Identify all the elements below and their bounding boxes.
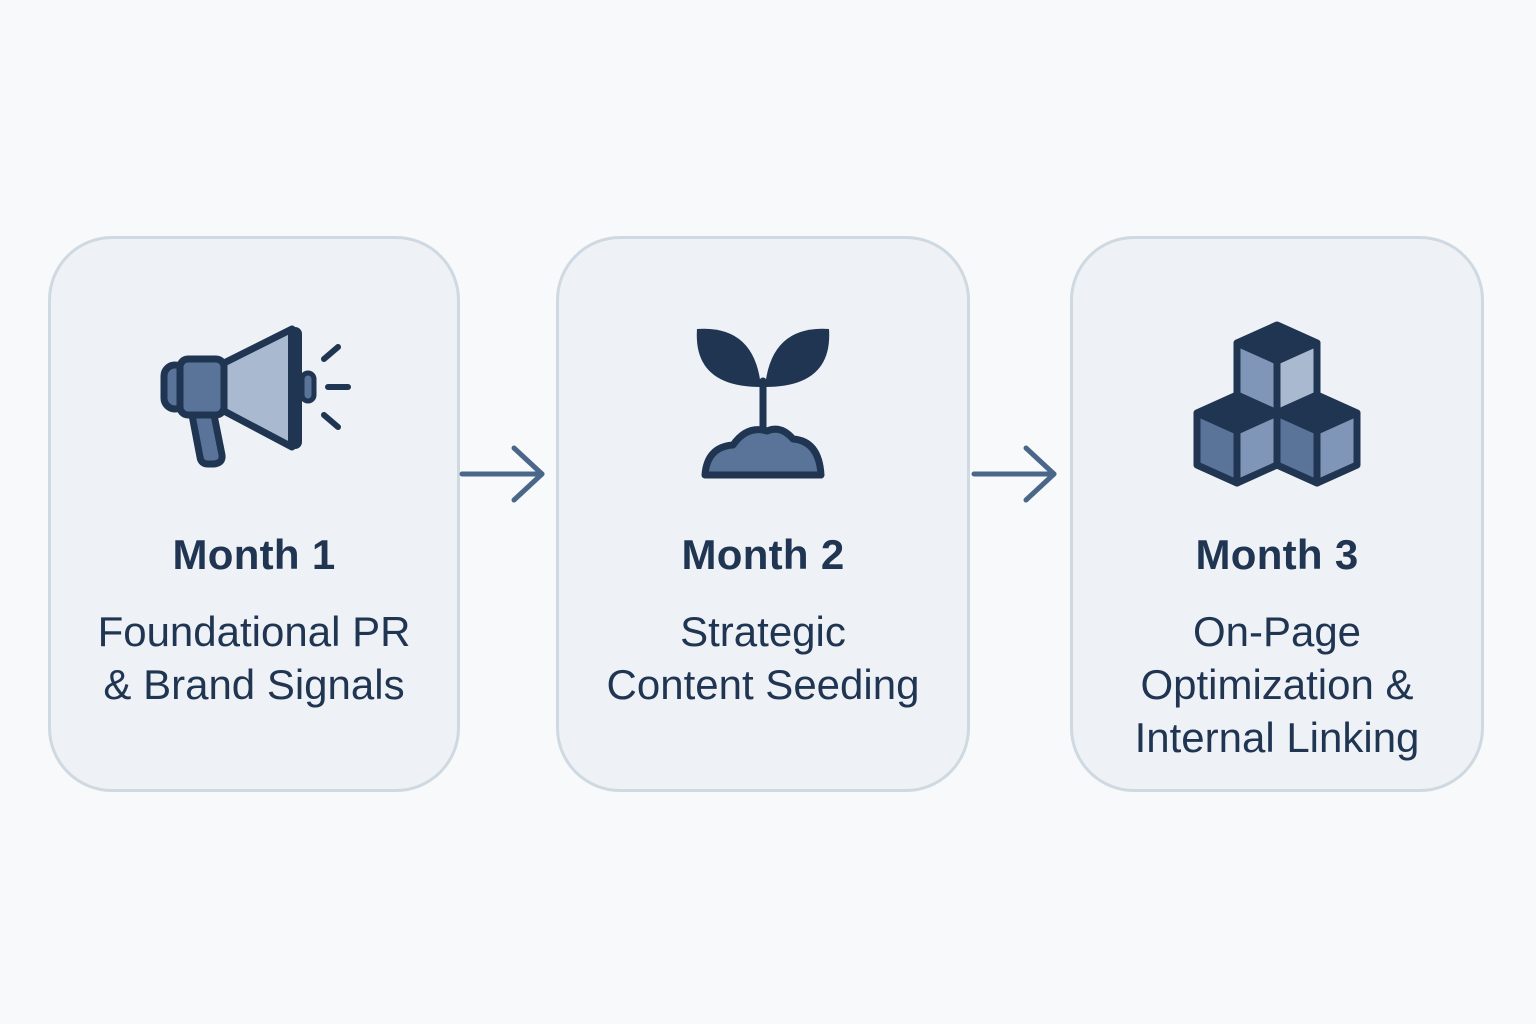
arrow-right-icon <box>970 438 1060 510</box>
sprout-icon <box>663 321 863 491</box>
step-description-line: Strategic <box>680 608 846 655</box>
step-card-month-2: Month 2 Strategic Content Seeding <box>556 236 970 792</box>
step-month-label: Month 3 <box>1195 531 1359 578</box>
step-card-month-1: Month 1 Foundational PR & Brand Signals <box>48 236 460 792</box>
step-description-line: Foundational PR <box>97 608 411 655</box>
step-description: Strategic Content Seeding <box>559 605 967 711</box>
step-description-line: & Brand Signals <box>103 661 405 708</box>
step-description-line: Content Seeding <box>606 661 920 708</box>
cubes-icon <box>1177 321 1377 491</box>
step-description-line: On-Page <box>1192 608 1362 655</box>
arrow-right-icon <box>458 438 548 510</box>
megaphone-icon <box>154 321 354 491</box>
step-description: Foundational PR & Brand Signals <box>51 605 457 711</box>
step-description: On-Page Optimization & Internal Linking <box>1073 605 1481 764</box>
step-card-month-3: Month 3 On-Page Optimization & Internal … <box>1070 236 1484 792</box>
step-description-line: Internal Linking <box>1134 714 1420 761</box>
step-description-line: Optimization & <box>1140 661 1414 708</box>
step-month-label: Month 2 <box>681 531 845 578</box>
step-month-label: Month 1 <box>172 531 336 578</box>
